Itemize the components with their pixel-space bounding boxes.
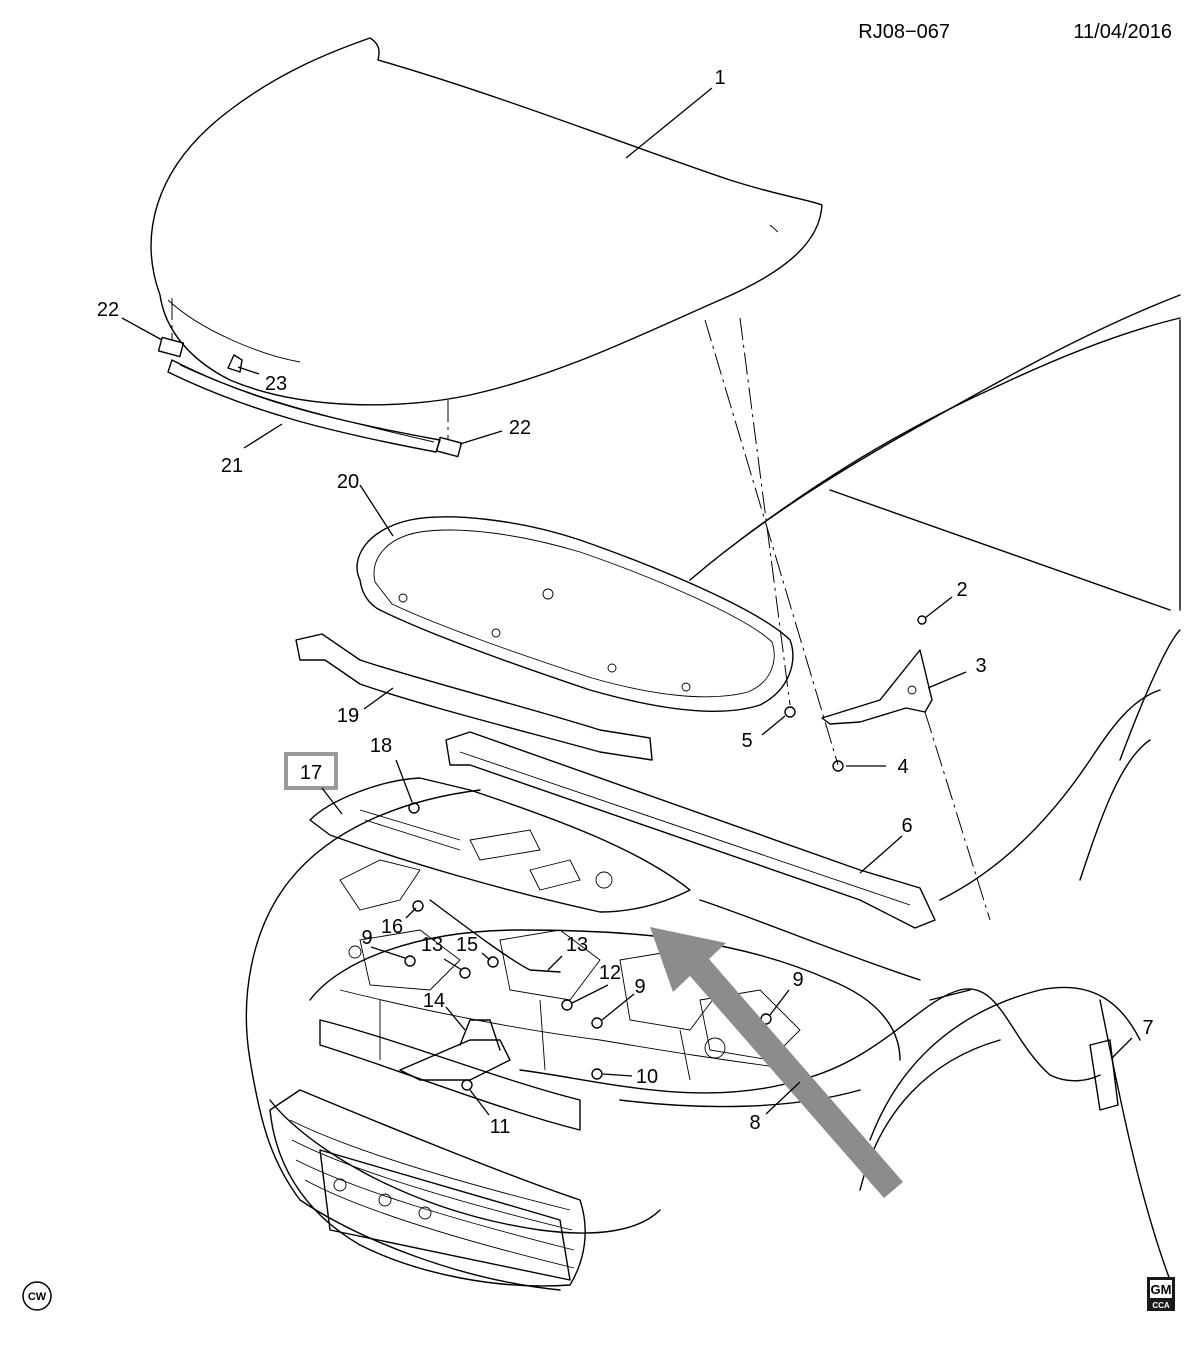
callout-labels: 1 2 3 4 5 6 7 8 9 9 9 10 11 12 13 13 14 … — [97, 67, 1154, 1138]
bumper-4 — [832, 760, 844, 772]
callout-13-right: 13 — [566, 934, 588, 956]
diagram-code: RJ08−067 — [858, 21, 950, 43]
gm-logo-text: GM — [1151, 1282, 1172, 1297]
bolt-2 — [917, 615, 927, 625]
engine-bay — [339, 859, 801, 1081]
front-grille — [269, 1019, 586, 1287]
hood-clip — [227, 354, 243, 373]
release-cable — [519, 988, 1101, 1094]
callout-16: 16 — [381, 916, 403, 938]
center-line-hood-hinge — [704, 319, 839, 766]
callout-7: 7 — [1142, 1017, 1153, 1039]
diagram-date: 11/04/2016 — [1073, 21, 1172, 43]
hood-weatherstrip — [167, 359, 441, 453]
hood-sealing-strip — [295, 633, 653, 761]
callout-21: 21 — [221, 455, 243, 477]
hood-insulator — [356, 516, 794, 713]
view-arrow — [650, 927, 903, 1198]
callout-11: 11 — [490, 1116, 511, 1138]
highlight-box-17 — [284, 752, 338, 790]
hood — [150, 37, 823, 406]
callout-6: 6 — [901, 815, 912, 837]
clip-15 — [487, 956, 499, 968]
bumper-12 — [561, 999, 573, 1011]
callout-8: 8 — [749, 1112, 760, 1134]
callout-19: 19 — [337, 705, 359, 727]
nut-10 — [591, 1068, 603, 1080]
callout-13-left: 13 — [421, 934, 443, 956]
center-line-hinge-body — [924, 711, 991, 921]
clip-16 — [412, 900, 424, 912]
hood-hinge — [821, 649, 933, 725]
callout-23: 23 — [265, 373, 287, 395]
leader-lines — [121, 87, 1133, 1116]
callout-4: 4 — [897, 756, 908, 778]
callout-9-center: 9 — [634, 976, 645, 998]
callout-1: 1 — [714, 67, 725, 89]
callout-9-right: 9 — [792, 969, 803, 991]
callout-14: 14 — [423, 990, 445, 1012]
hood-bumper-left — [157, 336, 185, 358]
release-handle — [1089, 1039, 1119, 1111]
pin-18 — [408, 802, 420, 814]
callout-2: 2 — [956, 579, 967, 601]
callout-22-left: 22 — [97, 299, 119, 321]
callout-3: 3 — [975, 655, 986, 677]
callout-10: 10 — [636, 1066, 658, 1088]
callout-9-left: 9 — [361, 927, 372, 949]
gm-logo-subtext: CCA — [1152, 1301, 1170, 1310]
bolt-9-center — [591, 1017, 603, 1029]
callout-20: 20 — [337, 471, 359, 493]
hood-bumper-right — [435, 436, 463, 458]
center-line-hood-bumper — [739, 317, 791, 706]
bumper-5 — [784, 706, 796, 718]
callout-18: 18 — [370, 735, 392, 757]
bolt-9-left — [404, 955, 416, 967]
vehicle-body — [245, 294, 1181, 1291]
callout-15: 15 — [456, 934, 478, 956]
rod-13 — [429, 899, 561, 973]
radiator-air-baffle — [309, 777, 691, 913]
callout-17: 17 — [300, 762, 322, 784]
orientation-label: CW — [28, 1291, 47, 1303]
bolt-11 — [461, 1079, 473, 1091]
grommet-13-left — [459, 967, 471, 979]
callout-5: 5 — [741, 730, 752, 752]
rear-seal — [445, 731, 936, 929]
hood-latch — [399, 1019, 511, 1081]
orientation-mark: CW — [22, 1281, 52, 1311]
gm-logo: GM CCA — [1147, 1277, 1175, 1311]
callout-12: 12 — [599, 962, 621, 984]
callout-22-right: 22 — [509, 417, 531, 439]
